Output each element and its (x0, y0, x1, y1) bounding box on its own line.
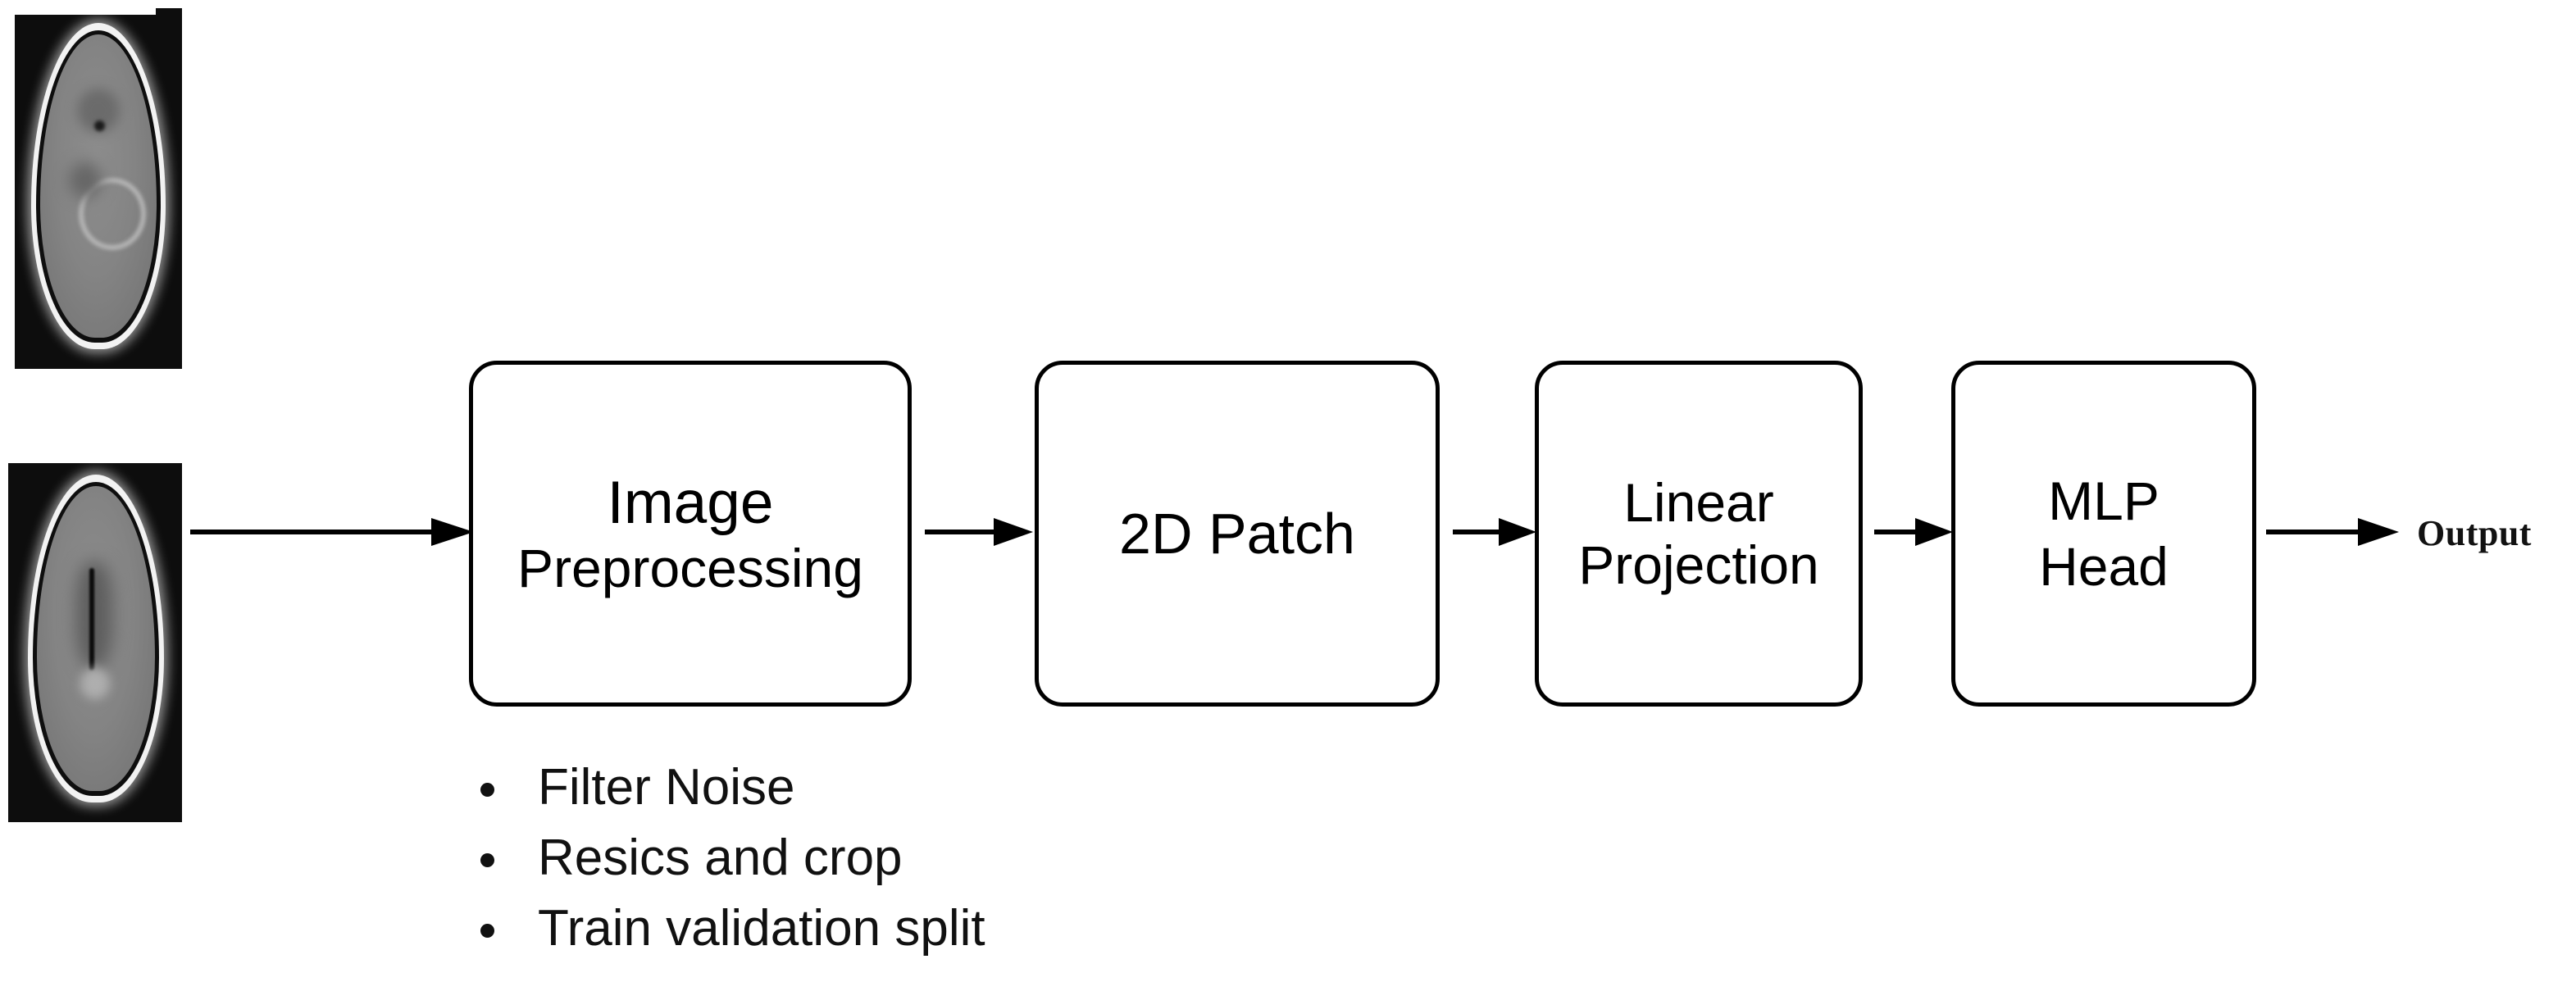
bright-focus (80, 668, 110, 699)
stage-line1: MLP (2048, 470, 2160, 531)
stage-line2: Head (2039, 536, 2169, 597)
stage-linear-projection[interactable]: Linear Projection (1535, 361, 1863, 707)
preprocessing-steps-list: Filter Noise Resics and crop Train valid… (476, 758, 985, 970)
bullet-dot-icon (480, 853, 494, 867)
lesion-dot (94, 120, 105, 131)
list-item: Resics and crop (476, 829, 985, 888)
stage-mlp-head[interactable]: MLP Head (1951, 361, 2256, 707)
stage-line1: 2D Patch (1119, 502, 1355, 566)
bullet-dot-icon (480, 783, 494, 797)
stage-line2: Projection (1578, 534, 1819, 595)
mri-axial-slice-top (15, 8, 182, 369)
stage-line1: Linear (1623, 472, 1774, 533)
list-item: Filter Noise (476, 758, 985, 817)
arrow-right-icon-input-to-preprocessing (190, 518, 474, 546)
ring-structure (79, 178, 146, 250)
arrow-right-icon-projection-to-mlp (1874, 518, 1953, 546)
mri-axial-slice-bottom (8, 463, 182, 822)
list-item: Train validation split (476, 899, 985, 958)
midline-dark-halo (75, 561, 113, 668)
arrow-right-icon-patch-to-projection (1453, 518, 1536, 546)
arrow-right-icon-mlp-to-output (2266, 518, 2399, 546)
output-label: Output (2417, 513, 2532, 553)
midline-fissure (89, 568, 94, 671)
list-item-label: Filter Noise (538, 759, 795, 816)
mri-top-notch (15, 0, 156, 15)
stage-line2: Preprocessing (517, 537, 863, 598)
list-item-label: Train validation split (538, 900, 985, 957)
stage-image-preprocessing[interactable]: Image Preprocessing (469, 361, 912, 707)
stage-line1: Image (607, 469, 774, 536)
stage-2d-patch[interactable]: 2D Patch (1035, 361, 1440, 707)
arrow-right-icon-preprocessing-to-patch (925, 518, 1033, 546)
list-item-label: Resics and crop (538, 830, 903, 886)
ring-shadow (69, 162, 102, 198)
bullet-dot-icon (480, 924, 494, 938)
